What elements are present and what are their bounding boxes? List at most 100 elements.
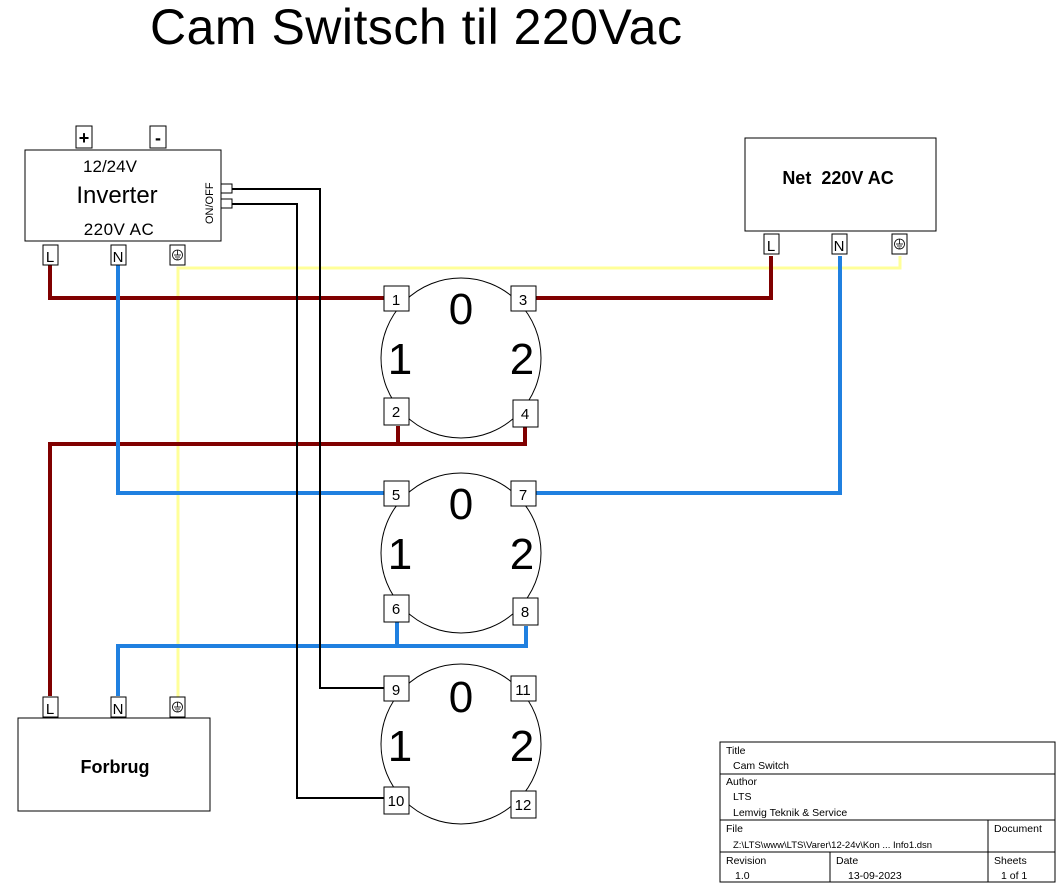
load-n-terminal [110,696,127,718]
net-l-terminal [763,233,780,255]
title-block-title-value: Cam Switch [733,760,789,772]
title-block: Title Cam Switch Author LTS Lemvig Tekni… [719,741,1056,883]
terminal-number: 9 [392,682,400,699]
switch-pin-1 [220,183,233,194]
inverter-box [24,149,222,242]
terminal-number: 10 [388,793,405,810]
neutral-wire-net [536,256,842,495]
terminal-box [510,480,537,507]
switch-position-2: 2 [510,335,534,384]
switch-deck-circle [380,663,542,825]
load-earth-terminal [169,696,186,718]
switch-position-1: 1 [388,530,412,579]
live-wire-bridge [398,426,527,446]
title-block-title-label: Title [726,745,746,757]
terminal-box [510,790,537,819]
switch-deck-circle [380,472,542,634]
switch-position-1: 1 [388,722,412,771]
terminal-number: 3 [519,292,527,309]
inverter-voltage-in: 12/24V [83,157,138,176]
cam-switch-deck-1: 0 1 2 1 3 2 4 [380,277,542,439]
switch-position-0: 0 [449,673,473,722]
plus-terminal [75,125,93,149]
load-l-terminal [42,696,59,718]
terminal-box [383,786,410,815]
terminal-box [383,397,410,426]
switch-pin-2 [220,198,233,209]
net-label: Net 220V AC [782,168,893,188]
switch-position-2: 2 [510,722,534,771]
plus-label: + [79,128,90,148]
terminal-number: 12 [515,797,532,814]
control-wire-1 [232,188,384,689]
switch-position-0: 0 [449,480,473,529]
neutral-wire-inverter [116,265,384,495]
net-n-label: N [834,238,845,255]
net-l-label: L [767,238,775,255]
switch-position-2: 2 [510,530,534,579]
control-wire-2 [232,203,384,799]
terminal-box [383,675,410,702]
load-n-label: N [113,701,124,718]
terminal-box [512,597,539,626]
cam-switch-deck-3: 0 1 2 9 11 10 12 [380,663,542,825]
terminal-number: 7 [519,487,527,504]
load: Forbrug L N [17,696,211,812]
net-n-terminal [831,233,848,255]
terminal-number: 5 [392,487,400,504]
net-supply: Net 220V AC L N [744,137,937,255]
inverter-l-terminal [42,244,59,266]
wires [48,188,902,799]
terminal-number: 11 [515,682,531,699]
inverter-name: Inverter [76,182,157,209]
switch-deck-circle [380,277,542,439]
title-block-author-label: Author [726,776,757,788]
title-block-sheets-value: 1 of 1 [1001,870,1027,882]
live-wire-load [48,426,400,696]
terminal-box [383,594,410,623]
terminal-number: 2 [392,404,400,421]
terminal-box [510,285,537,312]
inverter-n-label: N [113,249,124,266]
terminal-box [510,675,537,702]
load-box [17,717,211,812]
terminal-number: 1 [392,292,400,309]
inverter-n-terminal [110,244,127,266]
title-block-author-value: LTS [733,791,751,803]
inverter-l-label: L [46,249,54,266]
terminal-number: 6 [392,601,400,618]
switch-position-0: 0 [449,285,473,334]
inverter-voltage-out: 220V AC [84,220,155,239]
neutral-wire-load [116,622,399,696]
diagram-title: Cam Switsch til 220Vac [150,0,683,55]
terminal-box [383,285,410,312]
inverter: + - 12/24V Inverter 220V AC ON/OFF L N [24,125,233,266]
title-block-sheets-label: Sheets [994,855,1027,867]
neutral-wire-bridge [397,626,528,648]
terminal-box [383,480,410,507]
title-block-file-value: Z:\LTS\www\LTS\Varer\12-24v\Kon ... Info… [733,840,932,851]
terminal-number: 8 [521,604,529,621]
title-block-revision-label: Revision [726,855,766,867]
earth-wire [176,256,902,718]
inverter-switch-label: ON/OFF [204,182,216,224]
minus-terminal [149,125,167,149]
title-block-revision-value: 1.0 [735,870,750,882]
terminal-box [512,399,539,428]
inverter-earth-terminal [169,244,186,266]
title-block-date-label: Date [836,855,858,867]
title-block-company: Lemvig Teknik & Service [733,807,847,819]
load-label: Forbrug [81,757,150,777]
minus-label: - [155,128,161,148]
cam-switch-deck-2: 0 1 2 5 7 6 8 [380,472,542,634]
load-l-label: L [46,701,54,718]
title-block-file-label: File [726,823,743,835]
net-box [744,137,937,232]
live-wire-inverter [48,265,384,300]
live-wire-net [536,256,773,300]
net-earth-terminal [891,233,908,255]
terminal-number: 4 [521,406,529,423]
title-block-document-label: Document [994,823,1042,835]
switch-position-1: 1 [388,335,412,384]
